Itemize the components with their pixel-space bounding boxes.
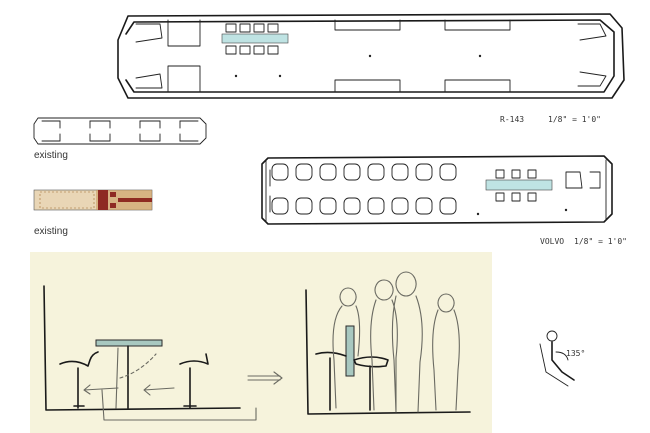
bus-scale-ratio: 1/8" = 1'0": [574, 237, 627, 246]
bus-scale-model: VOLVO: [540, 237, 564, 246]
train-car-plan: [117, 13, 625, 99]
existing-label-top: existing: [34, 150, 68, 161]
arrow-icon: [247, 371, 283, 385]
standing-figures: [332, 271, 460, 413]
train-table-top: [221, 33, 289, 44]
elevation-sketch-right: [305, 271, 471, 415]
bus-table-top: [485, 179, 553, 191]
existing-car-plan-small: [33, 117, 207, 145]
angle-label: 135°: [566, 349, 585, 358]
seat-row-top: [271, 163, 457, 181]
existing-bus-plan-small: [33, 189, 153, 211]
seat: [239, 45, 251, 55]
seat: [267, 45, 279, 55]
seat: [267, 23, 279, 33]
seat: [253, 23, 265, 33]
elevation-sketch-left: [43, 285, 257, 421]
table-top-sketch: [95, 339, 163, 347]
seat: [239, 23, 251, 33]
seat: [225, 23, 237, 33]
scale-note-ratio: 1/8" = 1'0": [548, 115, 601, 124]
bus-plan: [261, 155, 613, 225]
existing-label-bottom: existing: [34, 226, 68, 237]
seated-angle-pictogram: [539, 330, 575, 387]
seat: [225, 45, 237, 55]
seat-row-bottom: [271, 197, 457, 215]
scale-note-model: R-143: [500, 115, 524, 124]
seat: [253, 45, 265, 55]
folded-table-sketch: [345, 325, 355, 377]
